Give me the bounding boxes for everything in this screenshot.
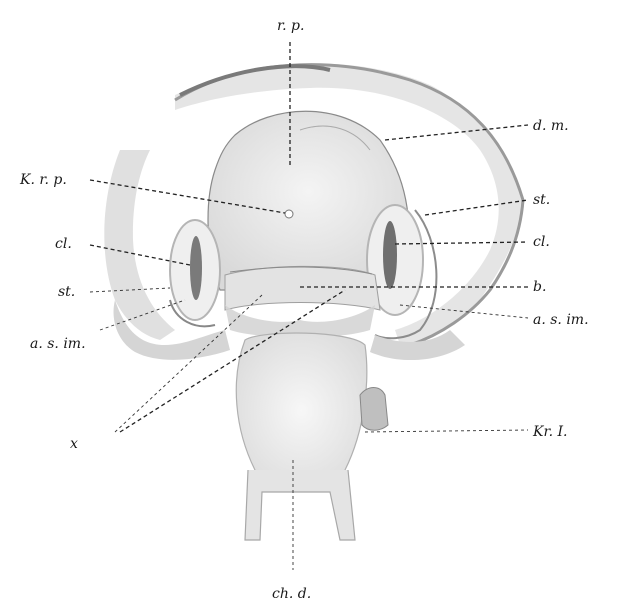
notochord-body: [236, 333, 367, 489]
label-asim-right: a. s. im.: [533, 312, 589, 328]
label-rp: r. p.: [277, 18, 304, 34]
right-cl-rod: [383, 221, 397, 289]
krp-point: [285, 210, 293, 218]
left-cl-rod: [190, 236, 202, 300]
label-st-left: st.: [58, 284, 75, 300]
label-cl-left: cl.: [55, 236, 72, 252]
kr-i-structure: [360, 388, 388, 431]
label-chd: ch. d.: [272, 586, 311, 602]
label-st-right: st.: [533, 192, 550, 208]
label-dm: d. m.: [533, 118, 569, 134]
leader-kr1: [365, 430, 528, 432]
label-b: b.: [533, 279, 546, 295]
basal-plate: [225, 266, 380, 310]
label-x: x: [70, 436, 78, 452]
notochord-base: [245, 470, 355, 540]
leader-dm: [385, 125, 528, 140]
label-krp: K. r. p.: [19, 172, 67, 188]
label-kr1: Kr. I.: [532, 424, 568, 440]
label-asim-left: a. s. im.: [30, 336, 86, 352]
label-cl-right: cl.: [533, 234, 550, 250]
